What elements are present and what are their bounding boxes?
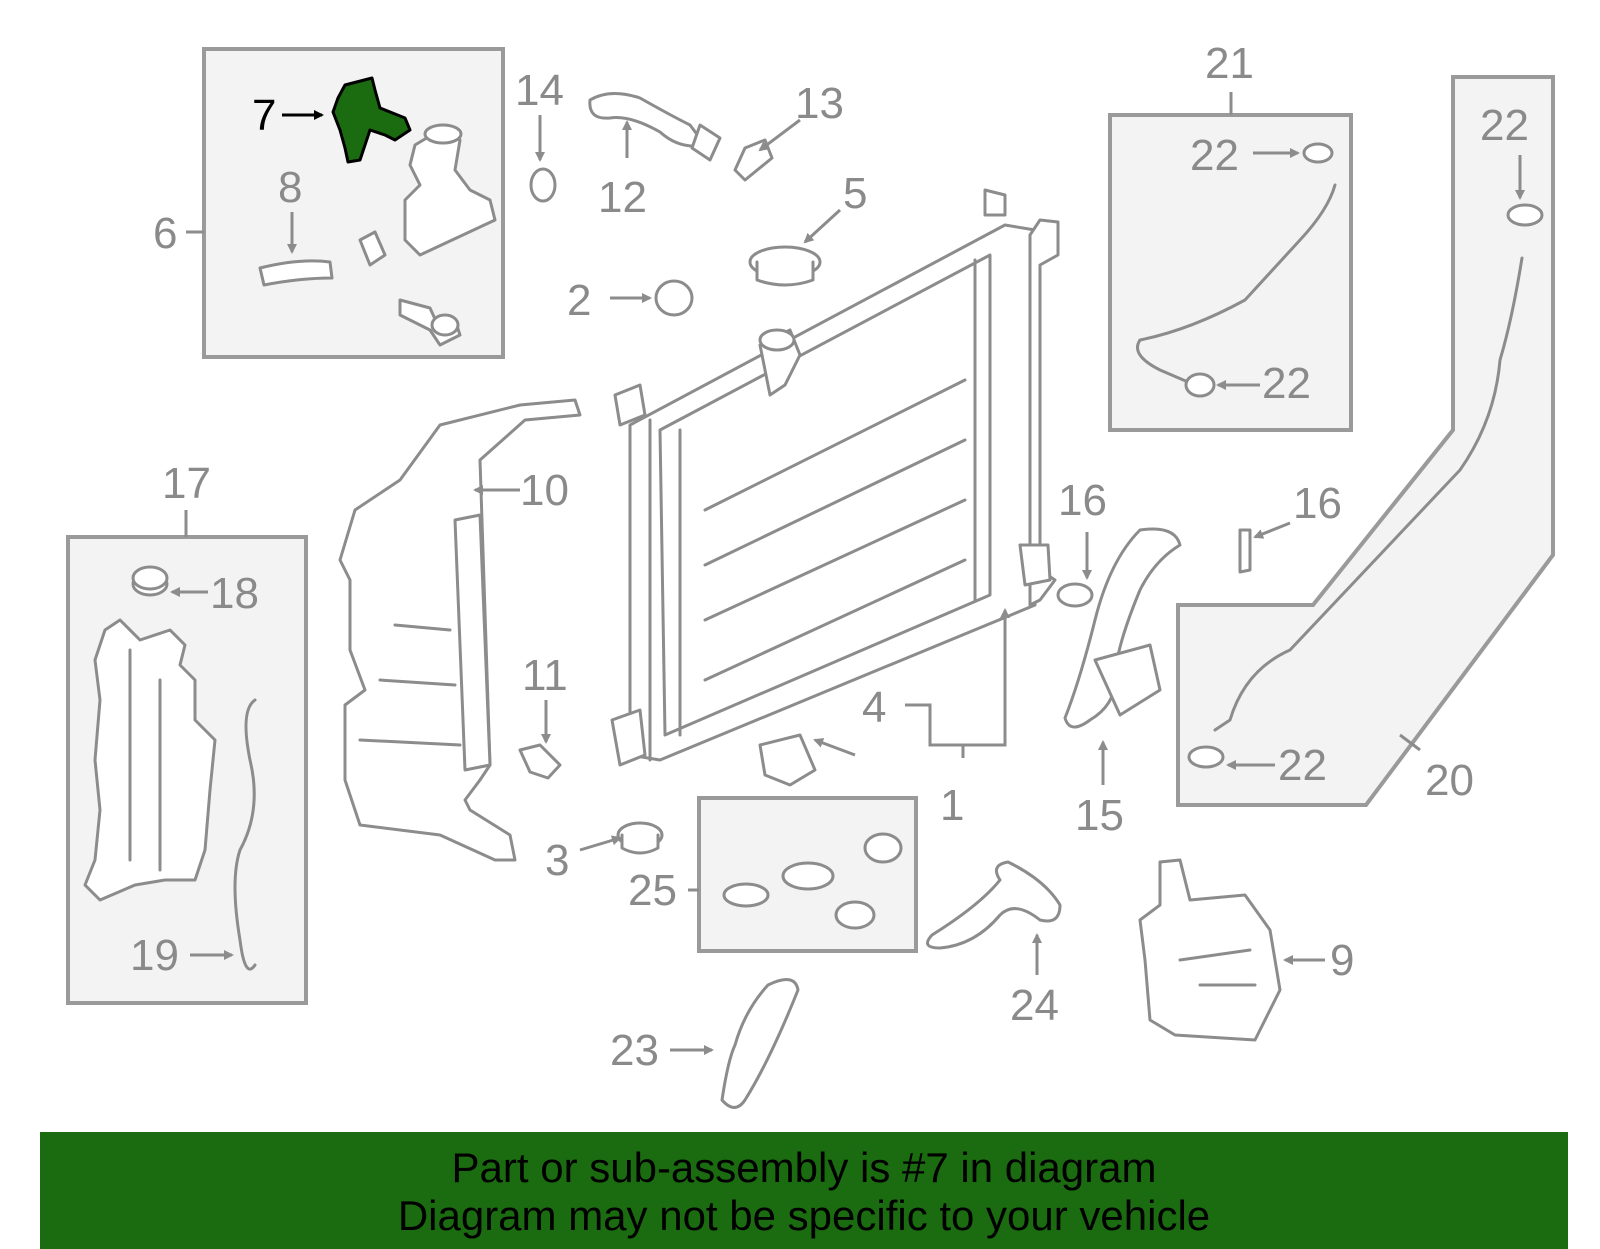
hose-part-12 — [588, 92, 722, 162]
radiator-part — [610, 188, 1060, 767]
hose-part-23 — [720, 978, 800, 1109]
clamp-part-16b — [1238, 528, 1252, 574]
group-box-21 — [1108, 113, 1353, 432]
callout-21: 21 — [1205, 39, 1254, 88]
callout-13: 13 — [795, 79, 844, 128]
leader-3 — [579, 835, 622, 852]
callout-22b: 22 — [1262, 359, 1311, 408]
banner-line-1: Part or sub-assembly is #7 in diagram — [451, 1144, 1157, 1191]
callout-18: 18 — [210, 569, 259, 618]
callout-22d: 22 — [1278, 741, 1327, 790]
leader-1b — [963, 608, 1010, 747]
callout-10: 10 — [520, 466, 569, 515]
callout-5: 5 — [843, 169, 867, 218]
banner-line-2: Diagram may not be specific to your vehi… — [397, 1192, 1211, 1239]
callout-22c: 22 — [1480, 101, 1529, 150]
callout-2: 2 — [567, 276, 591, 325]
bracket-part-9 — [1138, 858, 1282, 1042]
clamps-group-25 — [722, 832, 903, 930]
water-outlet-part — [258, 123, 497, 347]
callout-23: 23 — [610, 1026, 659, 1075]
lower-hose-part-15 — [1063, 527, 1182, 729]
callout-3: 3 — [545, 836, 569, 885]
clip-part-11 — [518, 743, 562, 780]
leader-20 — [1399, 733, 1421, 752]
callout-11: 11 — [522, 651, 568, 700]
mount-part-3 — [616, 821, 664, 855]
callout-16b: 16 — [1293, 479, 1342, 528]
callout-20: 20 — [1425, 756, 1474, 805]
callout-22a: 22 — [1190, 131, 1239, 180]
group-box-20 — [1176, 75, 1555, 807]
callout-24: 24 — [1010, 981, 1059, 1030]
air-guide-part — [338, 398, 582, 862]
callout-4: 4 — [862, 683, 886, 732]
leader-5 — [803, 208, 842, 244]
leader-4 — [813, 738, 856, 757]
callout-8: 8 — [278, 163, 302, 212]
callout-25: 25 — [628, 866, 677, 915]
hose-part-20 — [1187, 203, 1544, 769]
callout-16a: 16 — [1058, 476, 1107, 525]
callout-9: 9 — [1330, 936, 1354, 985]
cap-part-5 — [748, 245, 822, 287]
plug-part-2 — [654, 279, 694, 317]
leader-13 — [758, 118, 801, 152]
callout-1: 1 — [940, 781, 964, 830]
drain-plug-part-4 — [758, 733, 817, 787]
hose-part-24 — [926, 860, 1062, 950]
callout-7: 7 — [252, 91, 276, 140]
bracket-part-7 — [331, 76, 412, 164]
clamp-part-16 — [1056, 582, 1094, 608]
callout-15: 15 — [1075, 791, 1124, 840]
callout-6: 6 — [153, 209, 177, 258]
leader-16b — [1253, 521, 1291, 539]
callout-17: 17 — [162, 459, 211, 508]
callout-14: 14 — [515, 66, 564, 115]
info-banner: Part or sub-assembly is #7 in diagram Di… — [40, 1132, 1568, 1249]
hose-part-21 — [1136, 142, 1337, 398]
reservoir-tank-part — [83, 565, 257, 971]
callout-19: 19 — [130, 931, 179, 980]
leader-1 — [905, 703, 965, 758]
clamp-part-14 — [529, 167, 557, 203]
callout-12: 12 — [598, 173, 647, 222]
